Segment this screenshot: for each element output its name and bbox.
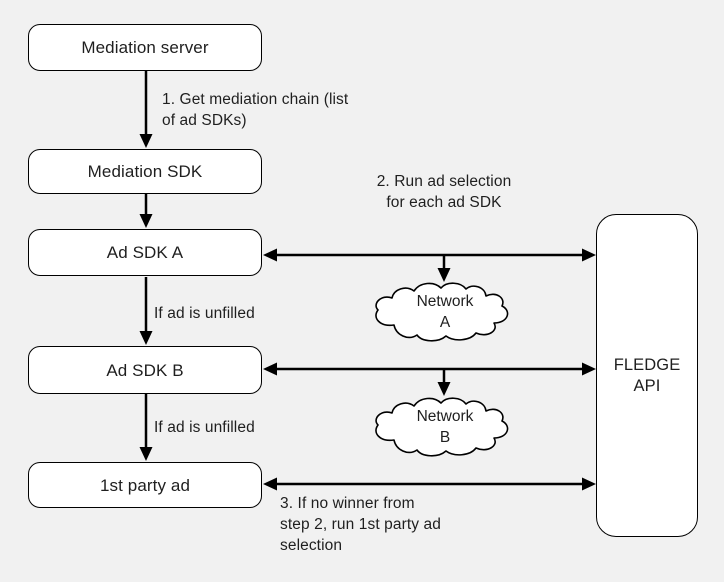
- arrow-ad-sdk-a-to-ad-sdk-b: [139, 277, 153, 345]
- node-mediation-server: Mediation server: [28, 24, 262, 71]
- arrow-ad-sdk-b-to-first-party-ad: [139, 394, 153, 461]
- node-fledge-api: FLEDGE API: [596, 214, 698, 537]
- node-mediation-sdk-label: Mediation SDK: [87, 162, 203, 181]
- node-ad-sdk-b-label: Ad SDK B: [106, 360, 184, 380]
- network-a-cloud: [375, 282, 509, 342]
- arrow-mediation-server-to-mediation-sdk: [139, 71, 153, 148]
- arrow-ad-sdk-b-fledge-api: [263, 362, 596, 376]
- node-mediation-server-label: Mediation server: [81, 38, 209, 57]
- node-mediation-sdk: Mediation SDK: [28, 149, 262, 194]
- annotation-step2: 2. Run ad selection for each ad SDK: [376, 173, 512, 211]
- arrow-ad-sdk-a-fledge-api: [263, 248, 596, 262]
- network-a-label: Network A: [416, 293, 474, 331]
- node-ad-sdk-a: Ad SDK A: [28, 229, 262, 276]
- node-first-party-ad-label: 1st party ad: [99, 475, 191, 495]
- node-ad-sdk-b: Ad SDK B: [28, 346, 262, 394]
- annotation-if-unfilled-b: If ad is unfilled: [154, 419, 255, 436]
- node-fledge-api-label: FLEDGE API: [613, 355, 681, 395]
- arrow-first-party-ad-fledge-api: [263, 477, 596, 491]
- network-b-cloud: [375, 397, 509, 457]
- annotation-if-unfilled-a: If ad is unfilled: [154, 305, 255, 322]
- node-ad-sdk-a-label: Ad SDK A: [106, 243, 184, 262]
- arrow-branch-to-network-a: [437, 256, 451, 282]
- annotation-step3: 3. If no winner from step 2, run 1st par…: [280, 495, 441, 554]
- annotation-step1: 1. Get mediation chain (list of ad SDKs): [162, 91, 349, 129]
- network-b-label: Network B: [416, 408, 474, 446]
- arrow-branch-to-network-b: [437, 370, 451, 396]
- arrow-mediation-sdk-to-ad-sdk-a: [139, 194, 153, 228]
- node-first-party-ad: 1st party ad: [28, 462, 262, 508]
